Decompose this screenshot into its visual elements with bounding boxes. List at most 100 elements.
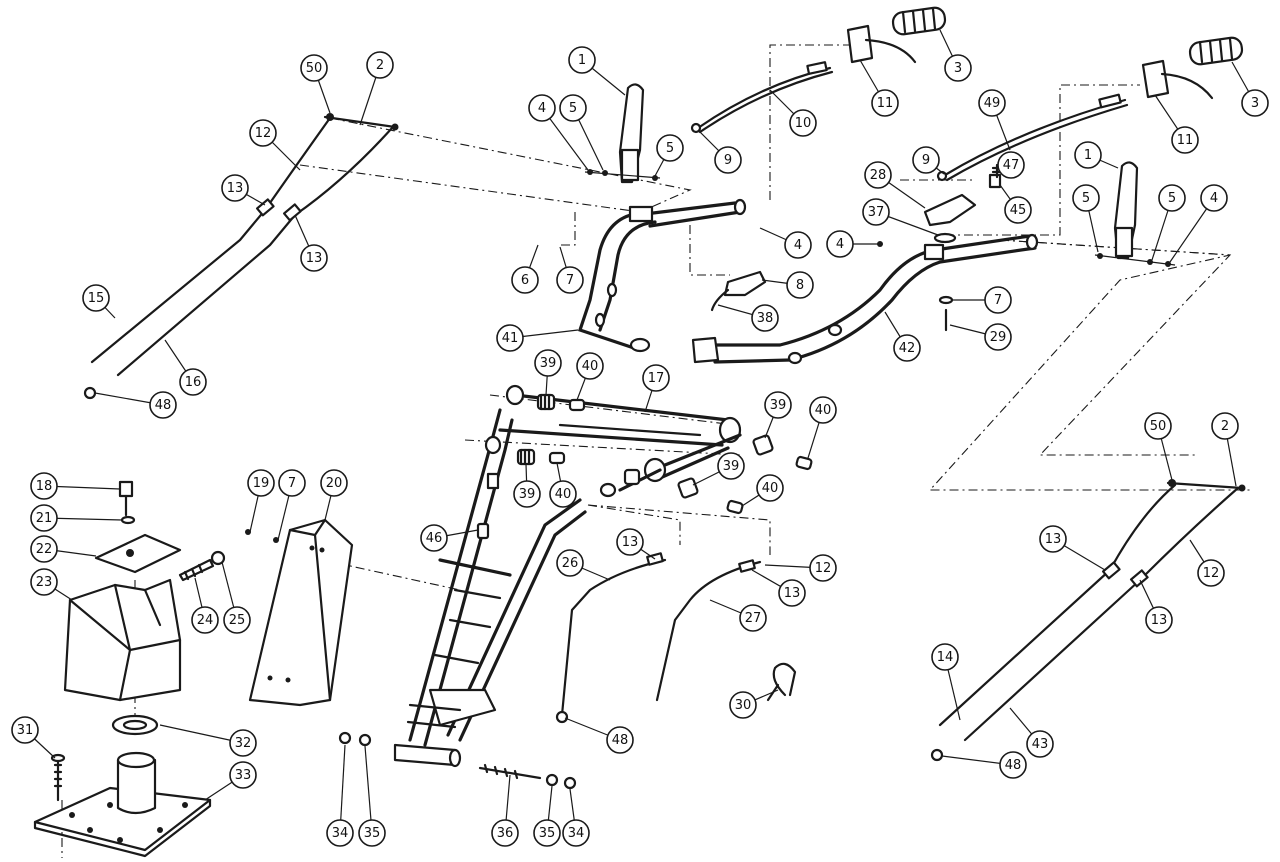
part-callout-48: 48 xyxy=(606,726,634,754)
throttle-bracket-28 xyxy=(877,163,1003,332)
part-callout-30: 30 xyxy=(729,691,757,719)
callout-number: 25 xyxy=(229,613,246,628)
callout-number: 37 xyxy=(868,205,885,220)
callout-circle xyxy=(978,89,1006,117)
part-callout-31: 31 xyxy=(11,716,39,744)
cover-plate-20 xyxy=(245,518,354,707)
part-callout-35: 35 xyxy=(533,819,561,847)
callout-number: 4 xyxy=(794,238,802,253)
callout-number: 11 xyxy=(877,96,894,111)
callout-circle xyxy=(528,94,556,122)
callout-number: 45 xyxy=(1010,203,1027,218)
callout-circle xyxy=(556,549,584,577)
callout-number: 14 xyxy=(937,650,954,665)
callout-number: 41 xyxy=(502,331,519,346)
callout-circle xyxy=(300,244,328,272)
part-callout-4: 4 xyxy=(528,94,556,122)
callout-number: 6 xyxy=(521,273,529,288)
callout-number: 28 xyxy=(870,168,887,183)
part-callout-4: 4 xyxy=(784,231,812,259)
callout-number: 26 xyxy=(562,556,579,571)
part-callout-43: 43 xyxy=(1026,730,1054,758)
callout-number: 38 xyxy=(757,311,774,326)
callout-circle xyxy=(826,230,854,258)
callout-circle xyxy=(864,161,892,189)
part-callout-40: 40 xyxy=(756,474,784,502)
part-callout-2: 2 xyxy=(1211,412,1239,440)
callout-circle xyxy=(1158,184,1186,212)
callout-circle xyxy=(1197,559,1225,587)
part-callout-35: 35 xyxy=(358,819,386,847)
part-callout-34: 34 xyxy=(326,819,354,847)
callout-number: 8 xyxy=(796,278,804,293)
part-callout-29: 29 xyxy=(984,323,1012,351)
callout-number: 23 xyxy=(36,575,53,590)
callout-circle xyxy=(789,109,817,137)
callout-number: 4 xyxy=(836,237,844,252)
callout-circle xyxy=(1072,184,1100,212)
part-callout-20: 20 xyxy=(320,469,348,497)
callout-circle xyxy=(784,231,812,259)
part-callout-41: 41 xyxy=(496,324,524,352)
callout-circle xyxy=(559,94,587,122)
callout-number: 5 xyxy=(1168,191,1176,206)
callout-number: 50 xyxy=(306,61,323,76)
callout-circle xyxy=(984,323,1012,351)
callout-circle xyxy=(1200,184,1228,212)
part-callout-42: 42 xyxy=(893,334,921,362)
callout-circle xyxy=(1171,126,1199,154)
upright-tube xyxy=(393,408,662,768)
callout-number: 50 xyxy=(1150,419,1167,434)
part-callout-11: 11 xyxy=(1171,126,1199,154)
part-callout-3: 3 xyxy=(1241,89,1269,117)
callout-number: 15 xyxy=(88,291,105,306)
part-callout-46: 46 xyxy=(420,524,448,552)
throttle-cable-10 xyxy=(690,61,834,134)
callout-circle xyxy=(533,819,561,847)
callout-circle xyxy=(606,726,634,754)
callout-number: 24 xyxy=(197,613,214,628)
part-callout-40: 40 xyxy=(809,396,837,424)
callout-circle xyxy=(871,89,899,117)
bottom-rod-36 xyxy=(338,731,577,790)
callout-circle xyxy=(717,452,745,480)
spring-clip-30 xyxy=(766,662,797,702)
part-callout-3: 3 xyxy=(944,54,972,82)
part-callout-7: 7 xyxy=(984,286,1012,314)
part-callout-21: 21 xyxy=(30,504,58,532)
callout-number: 49 xyxy=(984,96,1001,111)
callout-circle xyxy=(984,286,1012,314)
callout-circle xyxy=(944,54,972,82)
callout-circle xyxy=(30,472,58,500)
part-callout-16: 16 xyxy=(179,368,207,396)
callout-number: 1 xyxy=(578,53,586,68)
callout-circle xyxy=(556,266,584,294)
part-callout-24: 24 xyxy=(191,606,219,634)
callout-circle xyxy=(778,579,806,607)
part-callout-14: 14 xyxy=(931,643,959,671)
callout-circle xyxy=(223,606,251,634)
callout-circle xyxy=(249,119,277,147)
callout-number: 22 xyxy=(36,542,53,557)
callout-number: 13 xyxy=(1045,532,1062,547)
callout-circle xyxy=(751,304,779,332)
part-callout-40: 40 xyxy=(576,352,604,380)
callout-number: 32 xyxy=(235,736,252,751)
callout-leader-line xyxy=(364,745,373,834)
callout-circle xyxy=(931,643,959,671)
callout-number: 20 xyxy=(326,476,343,491)
part-callout-13: 13 xyxy=(221,174,249,202)
grip-left xyxy=(846,6,947,64)
part-callout-12: 12 xyxy=(249,119,277,147)
callout-number: 9 xyxy=(922,153,930,168)
callout-circle xyxy=(997,151,1025,179)
callout-circle xyxy=(893,334,921,362)
part-callout-48: 48 xyxy=(149,391,177,419)
left-cable-assembly xyxy=(83,113,399,400)
part-callout-18: 18 xyxy=(30,472,58,500)
part-callout-9: 9 xyxy=(714,146,742,174)
callout-circle xyxy=(642,364,670,392)
callout-circle xyxy=(656,134,684,162)
part-callout-39: 39 xyxy=(513,480,541,508)
